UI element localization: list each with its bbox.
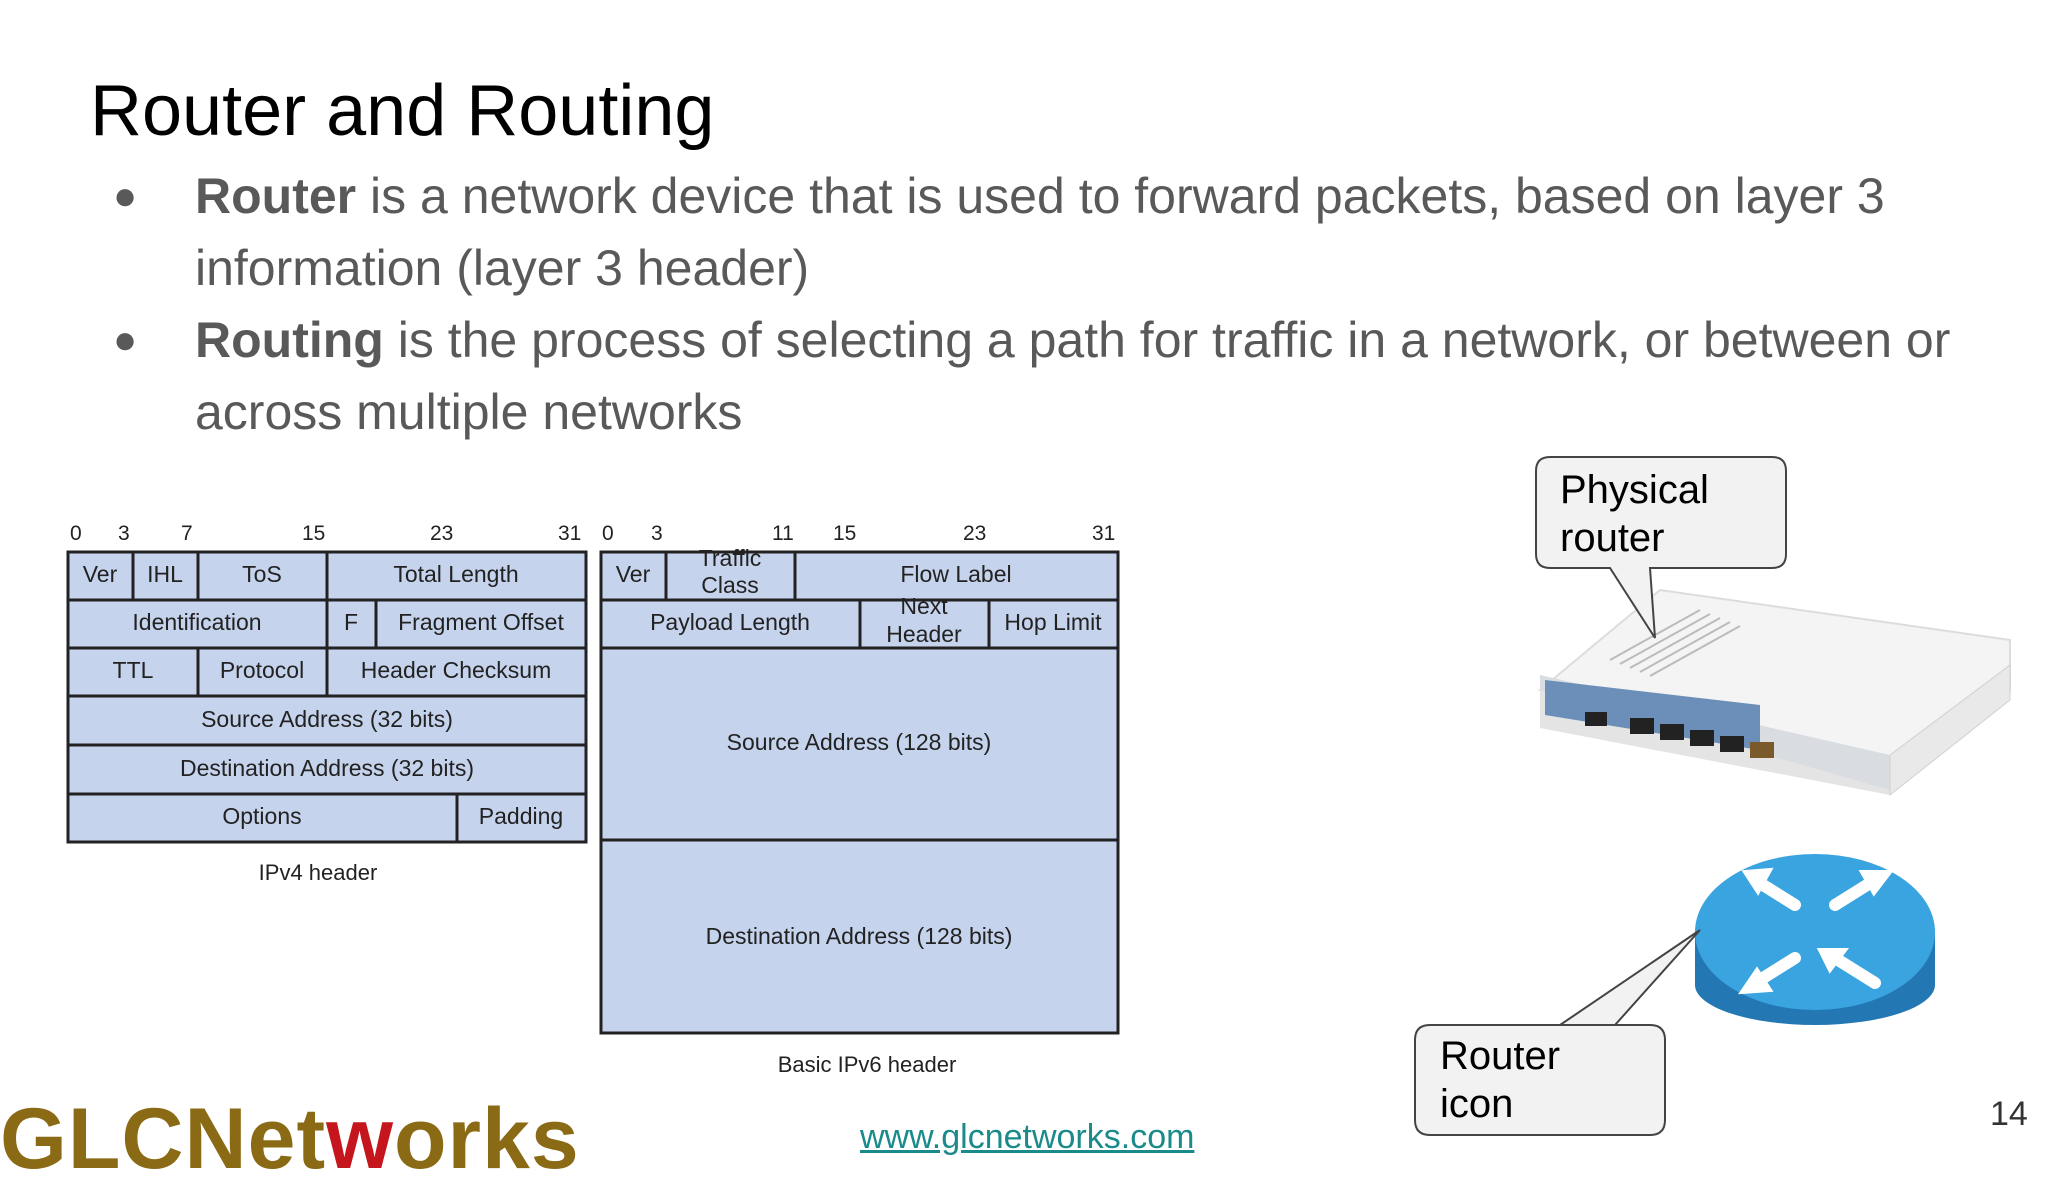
ipv4-fields: Ver IHL ToS Total Length Identification … — [83, 561, 565, 885]
callout-router-icon — [1414, 929, 1701, 1136]
ipv6-traffic-class-line2: Class — [701, 572, 759, 598]
ipv4-fragment-offset: Fragment Offset — [398, 609, 564, 635]
page-number: 14 — [1990, 1095, 2028, 1133]
website-link[interactable]: www.glcnetworks.com — [860, 1118, 1195, 1156]
logo-part-red: w — [326, 1091, 395, 1187]
ipv4-header-table — [66, 550, 588, 844]
ipv4-flags: F — [344, 609, 358, 635]
ipv6-caption: Basic IPv6 header — [778, 1052, 957, 1077]
ipv6-next-header-line2: Header — [886, 621, 962, 647]
callout-line: icon — [1440, 1082, 1514, 1126]
ipv4-padding: Padding — [479, 803, 563, 829]
ipv6-next-header-line1: Next — [900, 593, 948, 619]
ipv6-header-table — [599, 550, 1120, 1035]
ipv6-hop-limit: Hop Limit — [1004, 609, 1102, 635]
ipv6-bit-15: 15 — [833, 522, 856, 545]
bullet-term: Routing — [195, 312, 384, 368]
bullet-term: Router — [195, 168, 357, 224]
ipv4-bit-15: 15 — [302, 522, 325, 545]
ipv6-fields: Ver Traffic Class Flow Label Payload Len… — [616, 545, 1102, 1077]
glcnetworks-logo: GLCNetworks — [0, 1090, 580, 1189]
router-icon — [1695, 854, 1935, 1025]
ipv4-identification: Identification — [132, 609, 261, 635]
header-diagrams: 0 3 7 15 23 31 Ver IHL ToS Tot — [66, 456, 2011, 1136]
ipv4-bit-numbers: 0 3 7 15 23 31 — [70, 522, 581, 545]
ipv6-flow-label: Flow Label — [900, 561, 1011, 587]
ipv4-ihl: IHL — [147, 561, 183, 587]
ipv6-bit-23: 23 — [963, 522, 986, 545]
ipv6-ver: Ver — [616, 561, 651, 587]
physical-router-image — [1537, 588, 2011, 797]
slide-title: Router and Routing — [90, 71, 715, 151]
ipv4-destination: Destination Address (32 bits) — [180, 755, 474, 781]
slide: Router and Routing ● Router is a network… — [0, 71, 2028, 1187]
ipv6-bit-31: 31 — [1092, 522, 1115, 545]
ipv4-bit-23: 23 — [430, 522, 453, 545]
callout-physical-router — [1535, 456, 1787, 639]
ipv6-payload-length: Payload Length — [650, 609, 810, 635]
ipv4-options: Options — [222, 803, 301, 829]
bullet-routing: ● Routing is the process of selecting a … — [105, 304, 1985, 448]
logo-part: GLCNet — [0, 1091, 327, 1187]
ipv4-protocol: Protocol — [220, 657, 304, 683]
callout-line: Physical — [1560, 468, 1709, 512]
ipv6-bit-11: 11 — [772, 522, 794, 545]
ipv4-header-checksum: Header Checksum — [361, 657, 551, 683]
bullet-list: ● Router is a network device that is use… — [105, 160, 1985, 448]
ipv4-total-length: Total Length — [393, 561, 518, 587]
ipv4-ver: Ver — [83, 561, 118, 587]
bullet-router: ● Router is a network device that is use… — [105, 160, 1985, 304]
ipv6-bit-numbers: 0 3 11 15 23 31 — [602, 522, 1115, 545]
callout-line: router — [1560, 516, 1665, 560]
ipv6-traffic-class-line1: Traffic — [699, 545, 762, 571]
ipv4-bit-31: 31 — [558, 522, 581, 545]
ipv6-source: Source Address (128 bits) — [727, 729, 992, 755]
ipv4-bit-7: 7 — [181, 522, 193, 545]
logo-part: orks — [394, 1091, 580, 1187]
ipv4-bit-0: 0 — [70, 522, 82, 545]
bullet-dot-icon: ● — [113, 318, 138, 362]
ipv4-caption: IPv4 header — [259, 860, 378, 885]
ipv6-destination: Destination Address (128 bits) — [706, 923, 1013, 949]
bullet-text: is the process of selecting a path for t… — [195, 312, 1951, 440]
ipv4-ttl: TTL — [113, 657, 154, 683]
ipv6-bit-0: 0 — [602, 522, 614, 545]
ipv4-source: Source Address (32 bits) — [201, 706, 453, 732]
callout-line: Router — [1440, 1034, 1561, 1078]
ipv4-bit-3: 3 — [118, 522, 130, 545]
callout-physical-router-text: Physical router — [1560, 466, 1709, 562]
ipv4-tos: ToS — [242, 561, 282, 587]
ipv6-bit-3: 3 — [651, 522, 663, 545]
bullet-text: is a network device that is used to forw… — [195, 168, 1885, 296]
bullet-dot-icon: ● — [113, 174, 138, 218]
callout-router-icon-text: Router icon — [1440, 1032, 1560, 1128]
